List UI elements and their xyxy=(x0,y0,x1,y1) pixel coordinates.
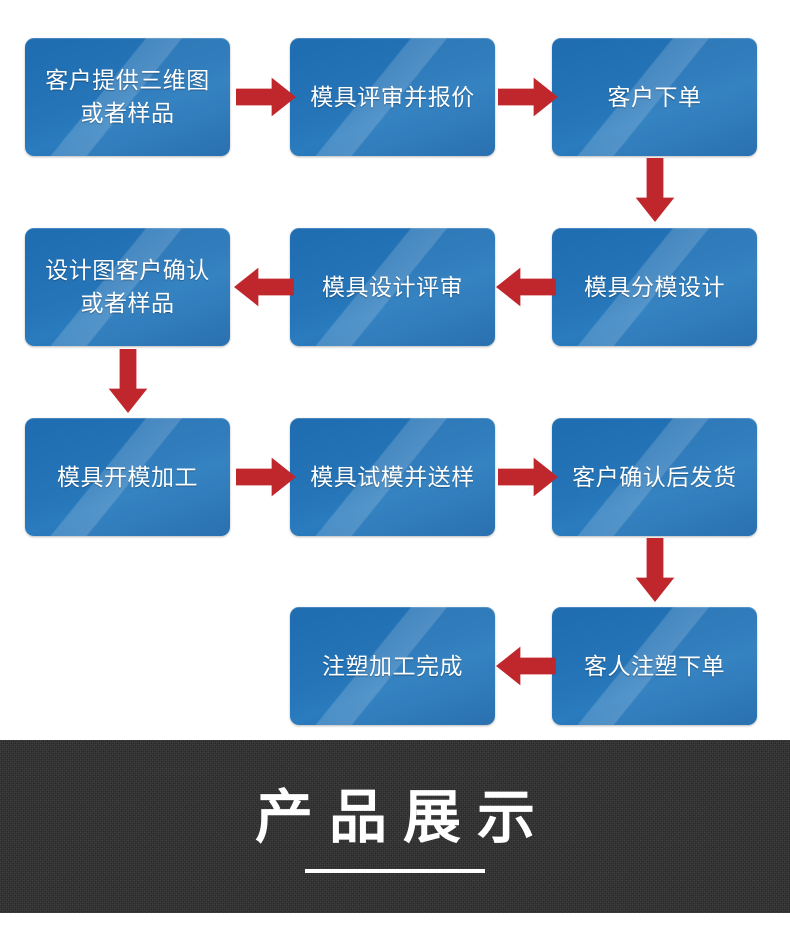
process-node-n10[interactable]: 注塑加工完成 xyxy=(290,607,495,725)
process-node-label: 客户提供三维图 或者样品 xyxy=(45,67,210,126)
arrow-right-icon xyxy=(236,76,296,118)
process-node-label: 模具评审并报价 xyxy=(310,83,475,110)
arrow-right-icon xyxy=(498,456,558,498)
process-node-n6[interactable]: 模具分模设计 xyxy=(552,228,757,346)
banner-underline xyxy=(305,868,485,873)
process-node-label: 模具开模加工 xyxy=(57,463,198,490)
process-node-label: 客户下单 xyxy=(607,83,702,110)
process-node-label: 模具试模并送样 xyxy=(310,463,475,490)
flowchart: 客户提供三维图 或者样品 模具评审并报价 客户下单设计图客户确认 或者样品 模具设计评… xyxy=(25,38,757,725)
process-node-label: 模具分模设计 xyxy=(584,273,725,300)
process-node-n5[interactable]: 模具设计评审 xyxy=(290,228,495,346)
process-node-label: 模具设计评审 xyxy=(322,273,463,300)
product-showcase-banner: 产品展示 xyxy=(0,740,790,913)
arrow-down-icon xyxy=(107,349,149,413)
process-node-label: 客户确认后发货 xyxy=(572,463,737,490)
process-node-label: 注塑加工完成 xyxy=(322,652,463,679)
footer-whitespace xyxy=(0,913,790,951)
arrow-left-icon xyxy=(496,266,556,308)
banner-title: 产品展示 xyxy=(254,784,551,850)
arrow-right-icon xyxy=(236,456,296,498)
process-node-n8[interactable]: 模具试模并送样 xyxy=(290,418,495,536)
process-node-n2[interactable]: 模具评审并报价 xyxy=(290,38,495,156)
arrow-left-icon xyxy=(234,266,294,308)
process-node-n11[interactable]: 客人注塑下单 xyxy=(552,607,757,725)
process-node-n7[interactable]: 模具开模加工 xyxy=(25,418,230,536)
arrow-right-icon xyxy=(498,76,558,118)
arrow-down-icon xyxy=(634,158,676,222)
process-node-n9[interactable]: 客户确认后发货 xyxy=(552,418,757,536)
process-node-n1[interactable]: 客户提供三维图 或者样品 xyxy=(25,38,230,156)
process-node-label: 设计图客户确认 或者样品 xyxy=(45,257,210,316)
arrow-left-icon xyxy=(496,645,556,687)
process-node-n4[interactable]: 设计图客户确认 或者样品 xyxy=(25,228,230,346)
process-node-label: 客人注塑下单 xyxy=(584,652,725,679)
process-node-n3[interactable]: 客户下单 xyxy=(552,38,757,156)
arrow-down-icon xyxy=(634,538,676,602)
